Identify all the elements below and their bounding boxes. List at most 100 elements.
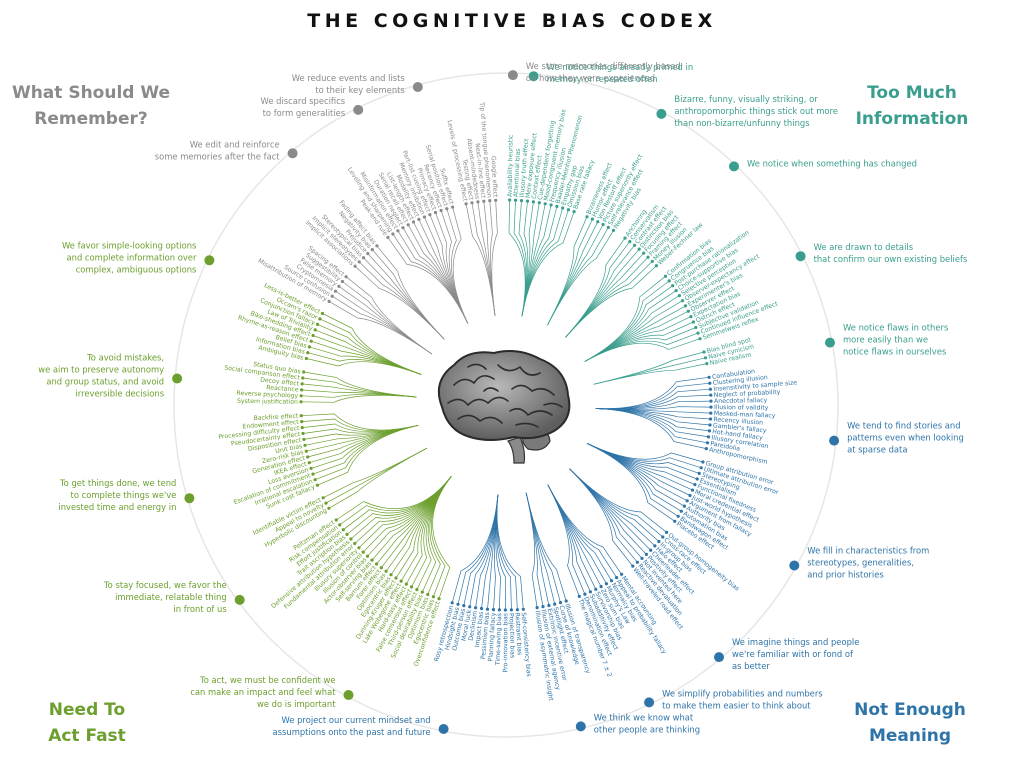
bias-label: Time-saving bias [495,613,504,666]
group-label-line: We notice flaws in others [843,323,948,333]
bias-leaf-dot [485,607,490,611]
bias-leaf-dot [476,200,480,204]
group-label-line: in front of us [173,604,226,614]
bias-leaf-dot [708,387,713,391]
bias-leaf-dot [673,519,677,523]
bias-leaf-dot [337,284,341,288]
bias-leaf-dot [302,437,306,441]
bias-branch [584,338,701,362]
bias-leaf-dot [599,585,603,589]
bias-leaf-dot [306,351,310,355]
bias-branch [547,484,617,578]
bias-branch [323,447,428,499]
group-label-line: complex, ambiguous options [76,264,197,274]
bias-leaf-dot [620,572,624,576]
group-label-line: We store memories differently based [526,61,681,71]
bias-label: Impact bias [474,611,485,648]
group-label-line: we do is important [257,699,336,709]
bias-branch [569,468,643,559]
bias-leaf-dot [623,236,627,240]
group-label-line: We notice things already primed in [547,62,694,72]
quadrant-title-line: Remember? [34,109,148,129]
bias-branch [390,476,452,575]
bias-leaf-dot [702,350,706,354]
quadrant-title-info: Too Much Information [842,80,982,132]
bias-leaf-dot [654,264,659,268]
bias-branch [457,494,499,605]
bias-leaf-dot [320,311,325,316]
group-label-line: to make them easier to think about [662,700,811,710]
bias-leaf-dot [628,240,632,244]
bias-leaf-dot [555,204,559,208]
bias-label: Masked-man fallacy [714,410,776,419]
bias-branch [496,494,512,610]
bias-leaf-dot [304,356,308,361]
bias-leaf-dot [431,595,435,599]
group-label-line: We fill in characteristics from [807,546,929,556]
bias-leaf-dot [703,356,708,360]
group-label-line: immediate, relatable thing [115,592,227,602]
bias-branch [397,230,469,324]
bias-leaf-dot [535,606,539,610]
bias-leaf-dot [515,608,520,612]
bias-leaf-dot [361,550,365,554]
bias-leaf-dot [637,247,641,251]
group-label-line: some memories after the fact [155,151,281,161]
bias-leaf-dot [313,478,317,482]
bias-branch [491,200,498,316]
bias-leaf-dot [679,509,683,513]
bias-leaf-dot [558,601,563,605]
bias-leaf-dot [596,220,600,224]
bias-leaf-dot [674,289,678,293]
bias-label: Endowment effect [242,419,299,431]
bias-leaf-dot [345,532,349,537]
bias-branch [429,214,469,324]
bias-leaf-dot [691,320,696,324]
group-label-line: and complete information over [67,252,197,262]
group-label-line: To stay focused, we favor the [103,580,227,590]
quadrant-title-line: Not Enough [854,700,966,720]
bias-leaf-dot [649,548,653,552]
bias-leaf-dot [299,400,303,404]
group-marker-dot [656,108,667,119]
bias-leaf-dot [324,501,328,505]
group-label-line: notice flaws in ourselves [843,347,946,357]
bias-label: Pessimism bias [480,612,491,660]
bias-branch [446,208,469,324]
bias-leaf-dot [344,275,348,279]
bias-branch [314,424,419,481]
group-marker-dot [204,255,215,266]
bias-leaf-dot [451,205,455,209]
group-marker-dot [575,721,586,732]
group-marker-dot [343,690,354,700]
quadrant-title-line: Meaning [868,726,952,746]
bias-leaf-dot [676,514,680,518]
bias-branch [303,371,417,398]
bias-branch [309,424,419,464]
bias-branch [350,476,452,540]
bias-leaf-dot [644,552,649,557]
bias-branch [593,363,707,385]
bias-branch [584,327,696,362]
bias-leaf-dot [433,210,438,215]
bias-leaf-dot [594,587,598,591]
group-marker-dot [795,251,806,262]
bias-label: Illusion of validity [714,404,769,412]
group-label-line: as better [732,661,770,671]
bias-leaf-dot [683,304,688,308]
group-label: To avoid mistakes,we aim to preserve aut… [38,353,164,399]
bias-leaf-dot [525,199,530,203]
bias-leaf-dot [311,333,315,338]
bias-leaf-dot [365,554,370,558]
bias-branch [525,492,538,608]
group-label-line: invested time and energy in [58,502,176,512]
bias-leaf-dot [422,215,426,219]
bias-leaf-dot [541,605,545,609]
bias-leaf-dot [653,544,657,548]
bias-leaf-dot [553,602,557,606]
bias-leaf-dot [521,607,525,611]
